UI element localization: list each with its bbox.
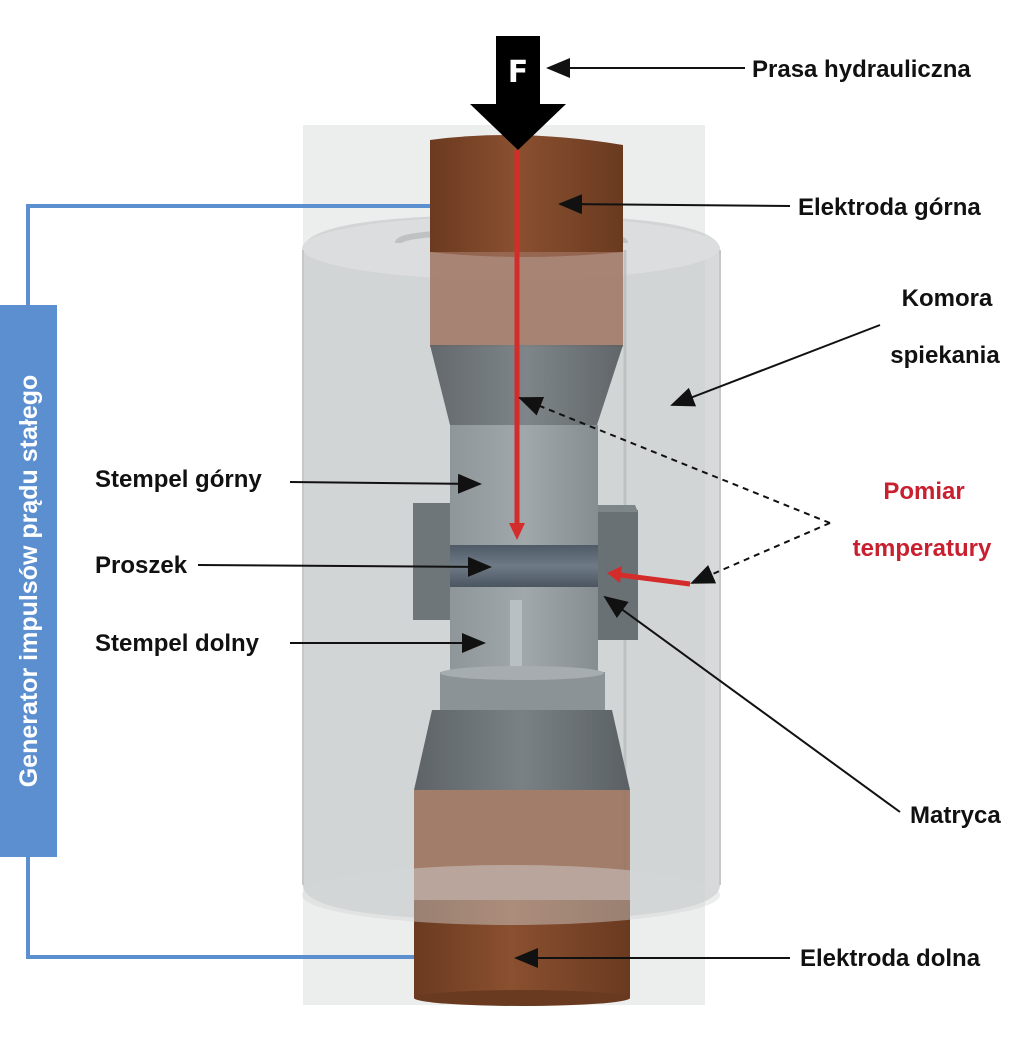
upper-punch [450,425,598,545]
lower-electrode [414,790,630,1006]
temperature-dashed-lines [518,396,831,584]
label-powder: Proszek [95,552,188,579]
label-lower-punch: Stempel dolny [95,630,260,657]
force-label: F [508,55,529,90]
label-upper-electrode: Elektroda górna [798,194,981,221]
generator-label: Generator impulsów prądu stałego [15,375,43,788]
label-lower-electrode: Elektroda dolna [800,945,981,972]
label-die: Matryca [910,802,1001,829]
generator-box: Generator impulsów prądu stałego [0,305,57,857]
upper-electrode [430,135,623,347]
thermocouple-side [607,566,691,587]
lower-plate [440,666,605,712]
label-chamber-2: spiekania [890,342,1000,369]
generator-wire [26,204,430,959]
label-temperature-2: temperatury [853,535,992,562]
label-upper-punch: Stempel górny [95,466,262,493]
sintering-chamber-front [302,250,721,925]
label-press: Prasa hydrauliczna [752,56,971,83]
label-temperature-1: Pomiar [883,478,964,505]
lower-graphite-cone [414,710,630,790]
force-arrow-icon: F [470,36,566,150]
thermocouple-upper [509,150,525,540]
leader-lines [197,58,901,968]
upper-graphite-cone [430,345,623,425]
label-chamber-1: Komora [902,285,993,312]
